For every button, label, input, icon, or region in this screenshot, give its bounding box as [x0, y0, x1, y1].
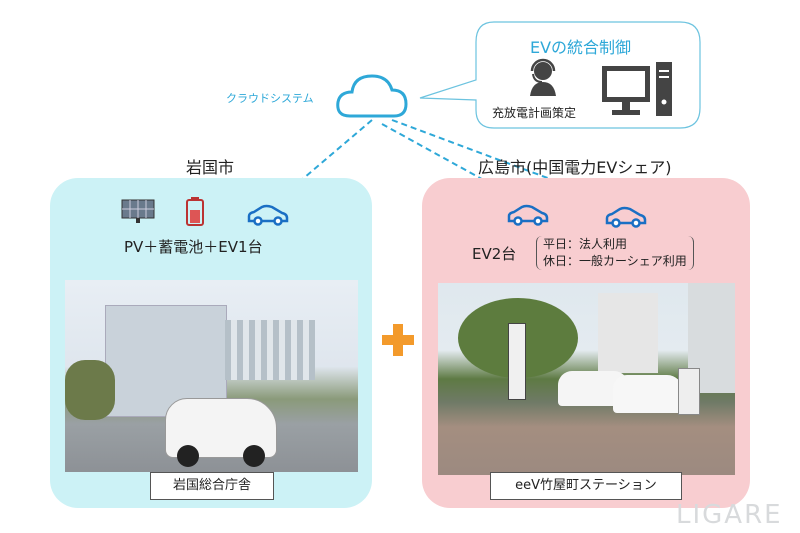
ligare-watermark: LIGARE [676, 500, 783, 530]
iwakuni-office-photo [65, 280, 358, 472]
battery-icon [186, 197, 204, 226]
cloud-icon [336, 74, 408, 118]
ev-car-icon [605, 206, 647, 228]
usage-bracket: 平日：法人利用 休日：一般カーシェア利用 [536, 236, 694, 270]
control-title: EVの統合制御 [530, 38, 632, 57]
usage-holiday: 休日：一般カーシェア利用 [543, 254, 687, 268]
plus-icon [382, 324, 414, 356]
hiroshima-ev-count: EV2台 [472, 245, 517, 263]
eev-photo-caption: eeV竹屋町ステーション [490, 472, 682, 500]
operator-headset-icon [530, 58, 556, 96]
iwakuni-city-label: 岩国市 [186, 158, 235, 177]
cloud-label: クラウドシステム [226, 92, 314, 105]
ev-car-icon [247, 204, 289, 226]
eev-station-photo [438, 283, 735, 475]
hiroshima-city-label: 広島市(中国電力EVシェア) [478, 158, 672, 177]
operator-label: 充放電計画策定 [492, 106, 577, 120]
usage-weekday: 平日：法人利用 [543, 237, 628, 251]
computer-icon [602, 62, 672, 116]
solar-panel-icon [121, 199, 155, 223]
ev-car-icon [507, 204, 549, 226]
iwakuni-equipment: PV＋蓄電池＋EV1台 [124, 238, 263, 256]
iwakuni-photo-caption: 岩国総合庁舎 [150, 472, 274, 500]
